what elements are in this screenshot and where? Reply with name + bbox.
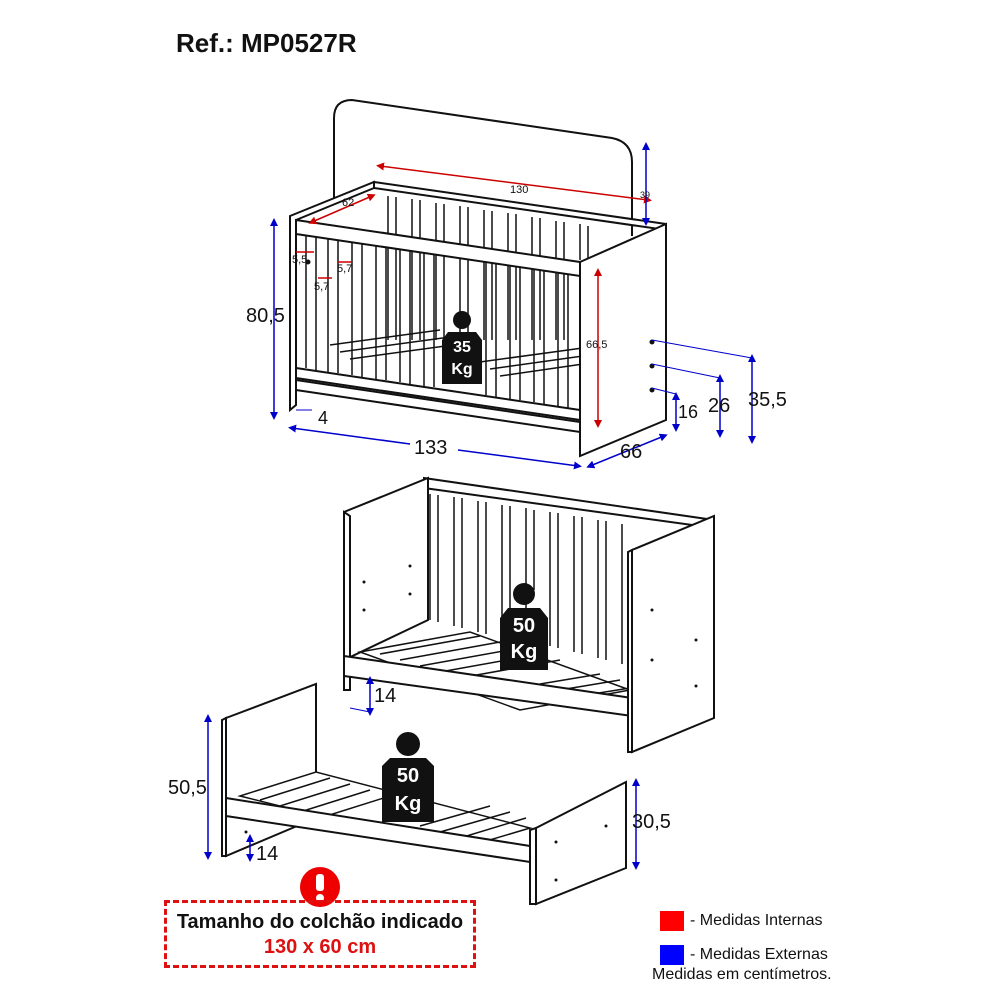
dim-height-35-5: 35,5 [748, 389, 787, 411]
crib-weight-icon: 35 Kg [442, 311, 482, 384]
dim-inner-length: 130 [510, 184, 528, 196]
mattress-notice-size: 130 x 60 cm [263, 936, 377, 958]
dim-height-16: 16 [678, 402, 698, 422]
reference-title: Ref.: MP0527R [176, 28, 357, 58]
dim-slat-gap-b: 5,7 [314, 281, 329, 293]
crib-weight-value: 35 [453, 339, 471, 356]
bed-dimensions [204, 714, 640, 870]
sofa-weight-unit: Kg [511, 641, 538, 663]
dim-slat-gap-c: 5,7 [337, 263, 352, 275]
bed-weight-unit: Kg [395, 793, 422, 815]
crib-dimensions [270, 142, 756, 470]
sofa-drawing [343, 476, 715, 754]
dim-slat-gap-a: 5,5 [292, 254, 307, 266]
dim-length: 133 [414, 437, 447, 459]
legend-external-label: - Medidas Externas [690, 946, 828, 963]
legend-internal: - Medidas Internas [660, 908, 828, 934]
units-note: Medidas em centímetros. [652, 966, 832, 983]
bed-dim-height: 50,5 [168, 777, 207, 799]
dim-foot: 4 [318, 408, 328, 428]
bed-dim-foot-height: 30,5 [632, 811, 671, 833]
sofa-weight-icon: 50 Kg [500, 583, 548, 670]
crib-drawing [289, 98, 667, 458]
dim-total-height: 80,5 [246, 305, 285, 327]
bed-dim-foot: 14 [256, 843, 278, 865]
legend-internal-swatch [660, 911, 684, 931]
legend-external-swatch [660, 945, 684, 965]
mattress-notice: Tamanho do colchão indicado 130 x 60 cm [164, 900, 476, 968]
legend: - Medidas Internas - Medidas Externas [660, 908, 828, 976]
dim-depth: 66 [620, 441, 642, 463]
legend-internal-label: - Medidas Internas [690, 912, 823, 929]
dim-inner-height: 66,5 [586, 339, 607, 351]
sofa-dim-foot: 14 [374, 685, 396, 707]
bed-weight-value: 50 [397, 765, 419, 787]
dim-inner-width: 62 [342, 197, 354, 209]
dim-height-26: 26 [708, 395, 730, 417]
sofa-weight-value: 50 [513, 615, 535, 637]
warning-icon [300, 867, 340, 907]
dim-headboard: 39 [640, 190, 650, 200]
sofa-dimensions [349, 676, 374, 716]
mattress-notice-title: Tamanho do colchão indicado [176, 911, 464, 933]
crib-weight-unit: Kg [451, 361, 472, 378]
bed-weight-icon: 50 Kg [382, 732, 434, 822]
legend-external: - Medidas Externas [660, 942, 828, 968]
